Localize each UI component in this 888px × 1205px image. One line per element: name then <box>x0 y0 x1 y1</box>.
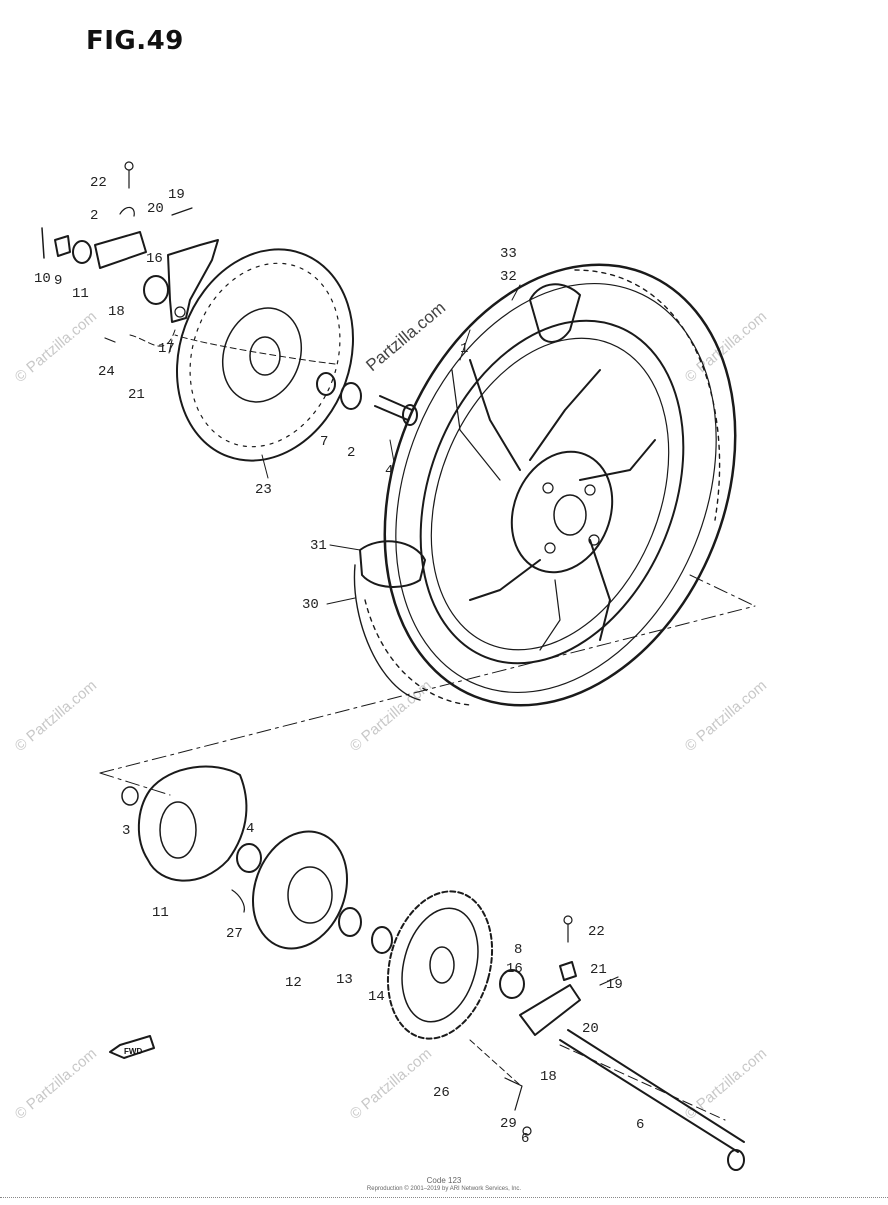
adjuster-plate-lower <box>519 984 581 1036</box>
callout-2: 2 <box>347 445 355 461</box>
rear-axle <box>559 1029 745 1153</box>
cush-drive-damper <box>121 765 248 882</box>
bearing-small <box>121 786 139 806</box>
callout-7: 7 <box>320 434 328 450</box>
watermark-layer: © Partzilla.com © Partzilla.com © Partzi… <box>12 298 770 1123</box>
watermark-text: © Partzilla.com <box>12 677 100 755</box>
spacer <box>316 372 336 396</box>
callout-6: 6 <box>636 1117 644 1133</box>
callout-13: 13 <box>336 972 353 988</box>
bearing-lower <box>338 907 362 937</box>
callout-21: 21 <box>590 962 607 978</box>
castle-nut <box>559 961 577 981</box>
callout-16: 16 <box>506 961 523 977</box>
callout-19: 19 <box>606 977 623 993</box>
front-brake-disc <box>175 248 355 462</box>
watermark-text: © Partzilla.com <box>347 677 435 755</box>
callout-20: 20 <box>582 1021 599 1037</box>
callout-24: 24 <box>98 364 115 380</box>
rear-wheel-assembly <box>353 263 737 707</box>
callout-2: 2 <box>90 208 98 224</box>
leader-lines <box>168 284 521 605</box>
callout-32: 32 <box>500 269 517 285</box>
callout-12: 12 <box>285 975 302 991</box>
watermark-text: © Partzilla.com <box>682 677 770 755</box>
lower-axle-parts <box>499 915 745 1171</box>
upper-axle-parts <box>316 372 418 426</box>
watermark-text: © Partzilla.com <box>12 1045 100 1123</box>
disc-outer <box>175 248 355 462</box>
callout-4: 4 <box>246 821 254 837</box>
tire-outer <box>383 263 737 707</box>
callout-18: 18 <box>540 1069 557 1085</box>
rear-sprocket <box>386 890 494 1040</box>
watermark-text: © Partzilla.com <box>12 308 100 386</box>
callout-31: 31 <box>310 538 327 554</box>
rim-inner <box>430 337 670 651</box>
hub-disc <box>510 450 614 574</box>
callout-19: 19 <box>168 187 185 203</box>
callout-29: 29 <box>500 1116 517 1132</box>
axle-spacer <box>374 395 413 421</box>
tire-cutaway-top <box>529 283 581 343</box>
callout-14: 14 <box>368 989 385 1005</box>
rim-outer <box>419 319 685 665</box>
callout-20: 20 <box>147 201 164 217</box>
washer <box>72 240 92 264</box>
hub-center <box>553 494 587 536</box>
callout-4: 4 <box>385 463 393 479</box>
callout-21: 21 <box>128 387 145 403</box>
bearing <box>340 382 362 410</box>
callout-26: 26 <box>433 1085 450 1101</box>
bottom-divider <box>0 1197 888 1198</box>
callout-30: 30 <box>302 597 319 613</box>
watermark-text: © Partzilla.com <box>347 1045 435 1123</box>
callout-11: 11 <box>72 286 89 302</box>
callout-labels: 22 2 20 19 10 9 11 16 18 17 24 21 23 7 2… <box>34 175 644 1147</box>
callout-33: 33 <box>500 246 517 262</box>
sprocket-carrier <box>231 830 393 954</box>
forward-label: FWD <box>124 1047 142 1056</box>
footer-code: Code 123 <box>426 1176 462 1185</box>
callout-27: 27 <box>226 926 243 942</box>
callout-8: 8 <box>514 942 522 958</box>
callout-1: 1 <box>460 341 468 357</box>
callout-16: 16 <box>146 251 163 267</box>
callout-17: 17 <box>158 341 175 357</box>
callout-9: 9 <box>54 273 62 289</box>
callout-22: 22 <box>90 175 107 191</box>
callout-3: 3 <box>122 823 130 839</box>
caliper-bracket <box>41 161 219 343</box>
oil-seal <box>371 926 393 954</box>
collar <box>143 275 169 305</box>
callout-22: 22 <box>588 924 605 940</box>
footer-copyright: Reproduction © 2001–2019 by ARI Network … <box>366 1186 522 1192</box>
assembly-guide-lines <box>99 329 756 1121</box>
collar-lower <box>499 969 525 999</box>
watermark-large-text: Partzilla.com <box>362 298 449 375</box>
spacer-lower <box>236 843 262 873</box>
callout-18: 18 <box>108 304 125 320</box>
adjuster-plate <box>94 231 147 269</box>
sprocket-teeth <box>386 890 494 1040</box>
tire-tread-line <box>395 282 717 694</box>
tire-cutaway-left <box>359 540 426 588</box>
figure-title: FIG.49 <box>86 26 184 56</box>
callout-16-bottom: 6 <box>521 1131 529 1147</box>
callout-11: 11 <box>152 905 169 921</box>
callout-23: 23 <box>255 482 272 498</box>
callout-10: 10 <box>34 271 51 287</box>
forward-direction-arrow: FWD <box>109 1035 155 1059</box>
nut <box>54 235 71 257</box>
